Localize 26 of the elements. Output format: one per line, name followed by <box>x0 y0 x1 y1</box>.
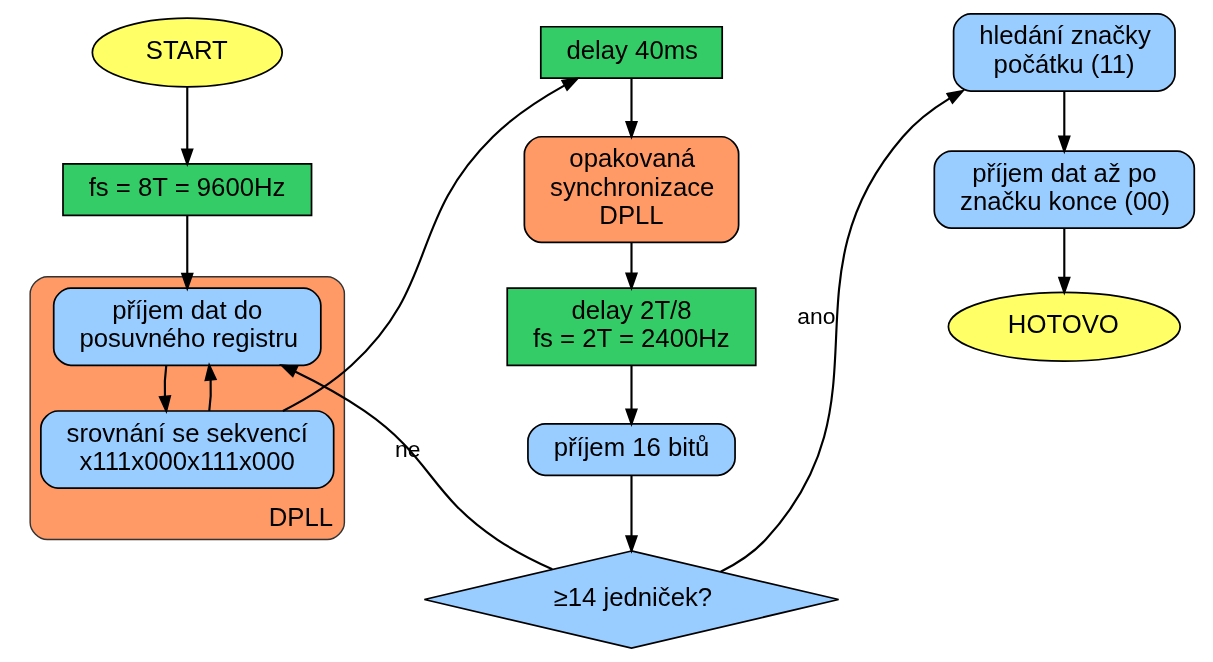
node-box: opakovaná synchronizace DPLL <box>523 135 740 244</box>
arrow <box>282 76 581 412</box>
arrow <box>720 89 966 573</box>
node-ellipse: HOTOVO <box>947 291 1182 362</box>
node-box: příjem dat až po značku konce (00) <box>933 150 1196 229</box>
arrow <box>625 475 638 554</box>
node-box: delay 2T/8 fs = 2T = 2400Hz <box>506 287 757 367</box>
arrow <box>204 362 218 411</box>
arrow <box>1057 228 1071 296</box>
edge-label: ano <box>797 302 836 329</box>
node-box: příjem 16 bitů <box>527 423 736 477</box>
node-box: hledání značky počátku (11) <box>952 13 1176 92</box>
arrow <box>625 365 638 427</box>
arrow <box>180 215 194 292</box>
arrow <box>158 365 172 415</box>
node-ellipse: START <box>91 17 284 88</box>
arrow <box>180 87 194 168</box>
arrow <box>1057 91 1071 155</box>
arrow <box>625 242 638 292</box>
node-box: příjem dat do posuvného registru <box>52 287 322 367</box>
arrow <box>625 78 638 140</box>
arrow <box>279 364 553 571</box>
node-box: srovnání se sekvencí x111x000x111x000 <box>40 410 335 489</box>
node-diamond: ≥14 jedniček? <box>423 550 840 649</box>
node-box: delay 40ms <box>539 25 724 80</box>
node-box: fs = 8T = 9600Hz <box>62 163 313 217</box>
